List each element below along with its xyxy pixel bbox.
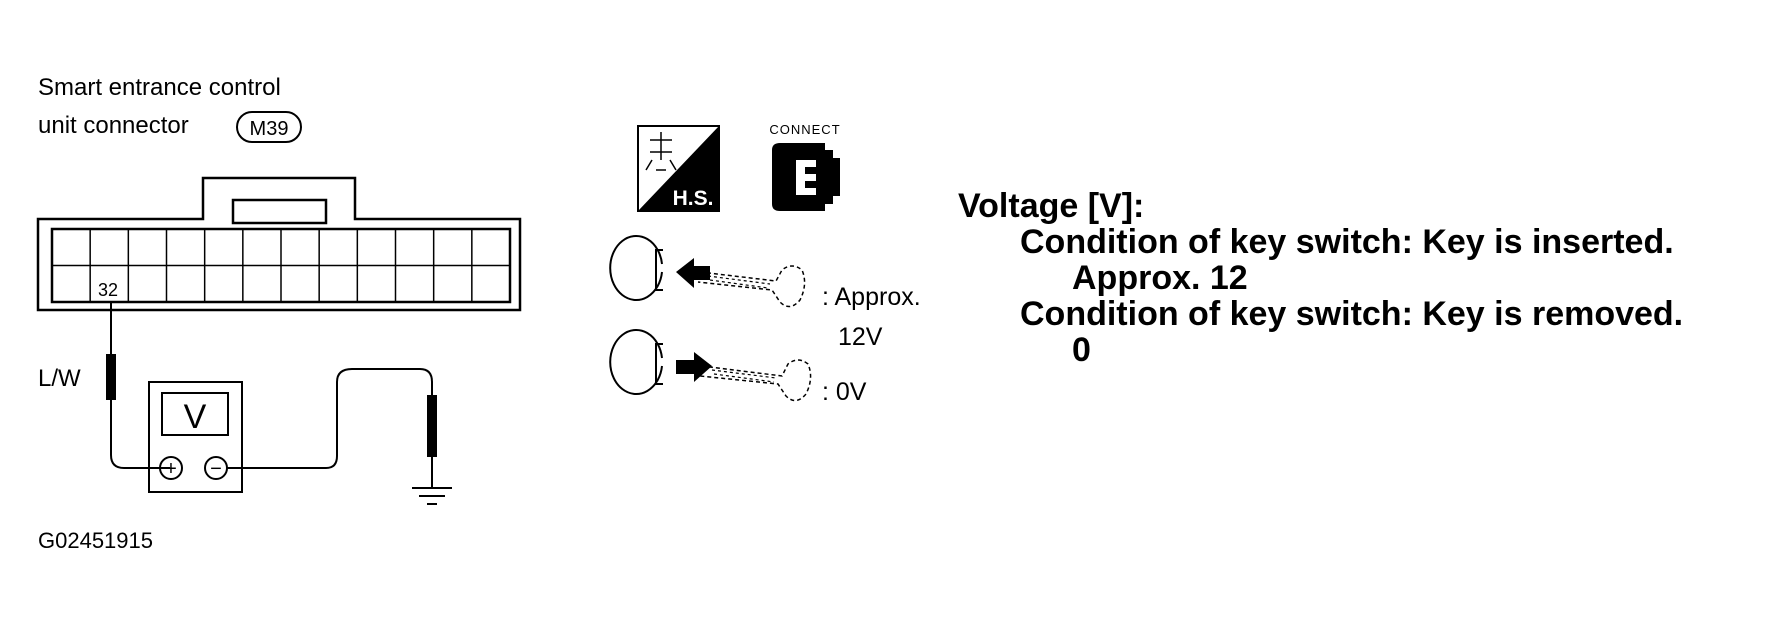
connect-label: CONNECT <box>769 122 840 137</box>
figure-code: G02451915 <box>38 528 153 553</box>
connector-id: M39 <box>250 118 289 140</box>
connector-id-badge <box>236 111 302 143</box>
voltmeter <box>148 381 243 493</box>
key-inserted-icon <box>609 235 806 308</box>
spec-heading: Voltage [V]: <box>958 187 1145 225</box>
harness-side-icon <box>637 125 720 212</box>
wire-color-label: L/W <box>38 365 81 392</box>
pin-number-32: 32 <box>98 280 118 300</box>
connector-body <box>36 176 522 312</box>
harness-side-label: H.S. <box>673 187 714 210</box>
spec-value-inserted: Approx. 12 <box>1072 259 1248 297</box>
connector-title-line2: unit connector <box>38 112 189 139</box>
ground-symbol-icon <box>412 487 452 505</box>
connector-plug-icon <box>772 143 840 211</box>
key-inserted-voltage-line2: 12V <box>838 323 883 351</box>
spec-condition-inserted: Condition of key switch: Key is inserted… <box>1020 223 1674 261</box>
positive-terminal: + <box>165 458 177 480</box>
key-removed-icon <box>609 329 812 402</box>
voltmeter-display: V <box>184 398 207 436</box>
spec-value-removed: 0 <box>1072 331 1091 369</box>
connector-title-line1: Smart entrance control <box>38 74 281 101</box>
voltage-specification: Voltage [V]: Condition of key switch: Ke… <box>958 188 1683 368</box>
negative-lead <box>227 368 437 488</box>
negative-terminal: − <box>210 458 222 480</box>
key-inserted-voltage-line1: : Approx. <box>822 283 921 311</box>
spec-condition-removed: Condition of key switch: Key is removed. <box>1020 295 1684 333</box>
key-removed-voltage: : 0V <box>822 378 867 406</box>
positive-probe <box>106 302 170 469</box>
